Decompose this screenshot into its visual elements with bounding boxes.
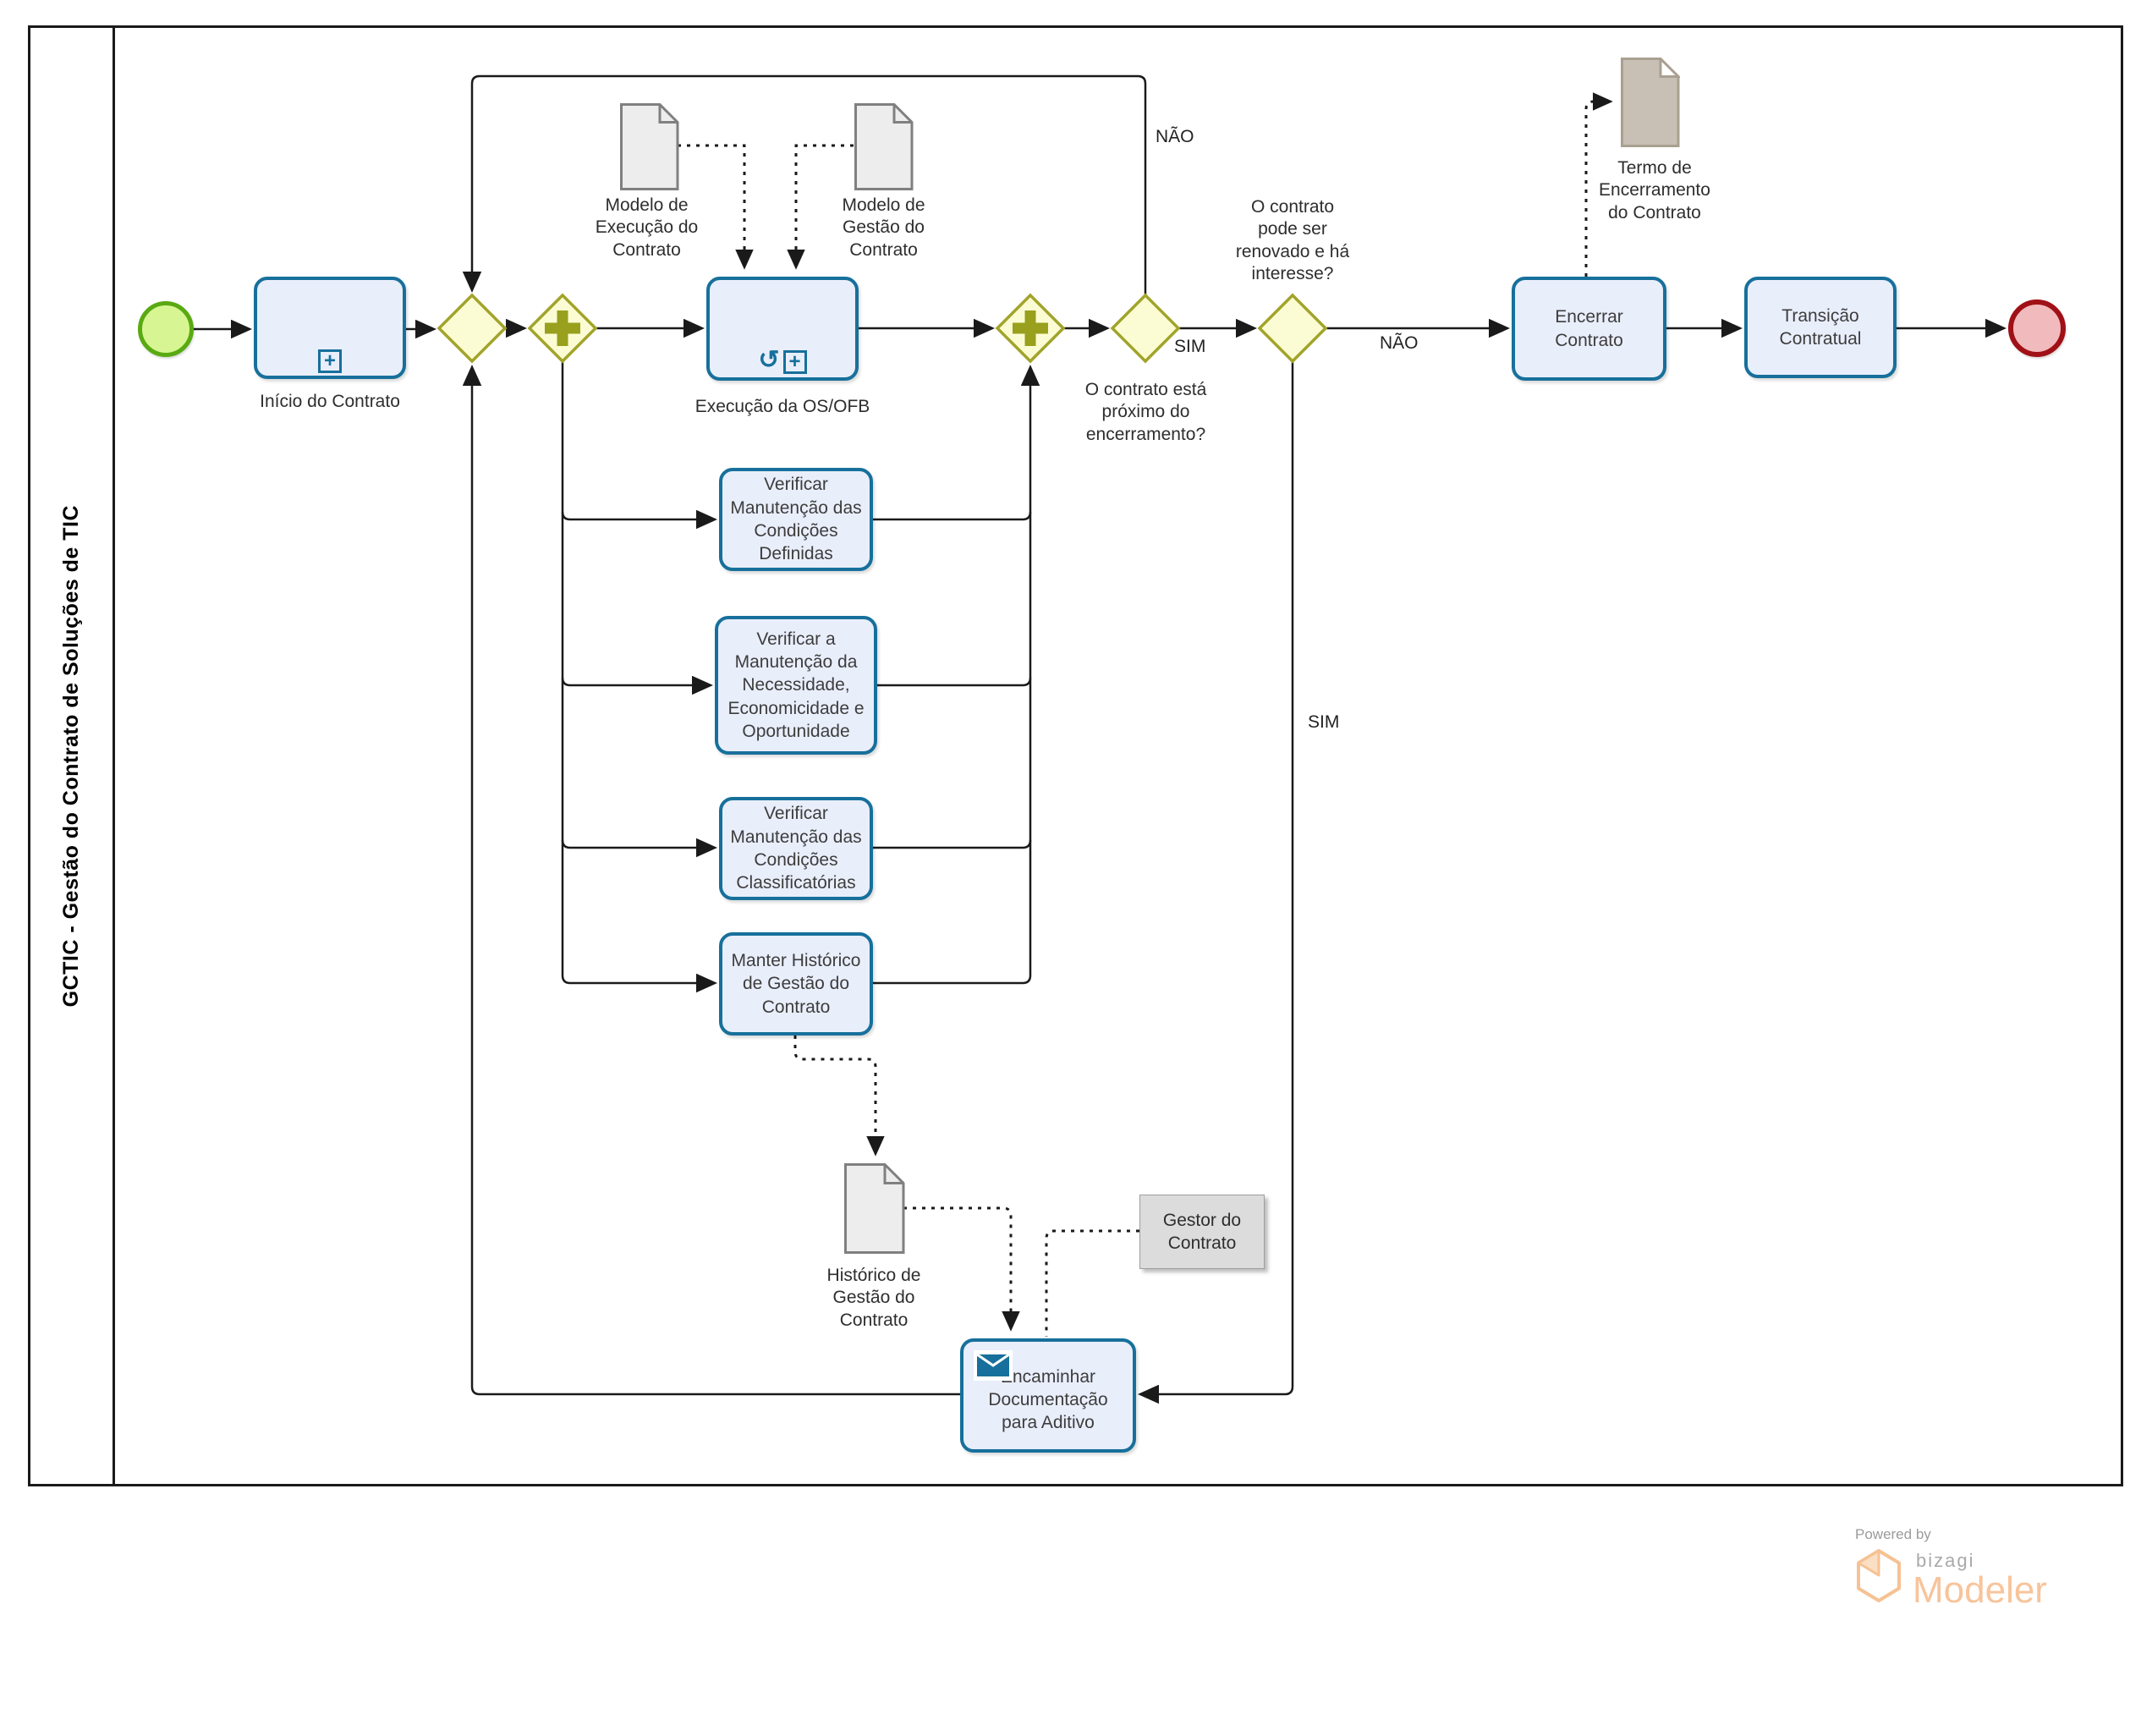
start-event — [138, 301, 194, 357]
subprocess-plus-icon: + — [782, 350, 807, 374]
flow-label-nao-loop: NÃO — [1156, 127, 1194, 146]
gateway-proximo-encerramento — [1107, 290, 1183, 366]
powered-by-text: Powered by — [1855, 1526, 1931, 1542]
modeler-product-text: Modeler — [1913, 1569, 2047, 1611]
lane-header: GCTIC - Gestão do Contrato de Soluções d… — [30, 28, 115, 1484]
task-inicio-label: Início do Contrato — [260, 392, 400, 411]
loop-marker-icon: ↺ — [758, 346, 780, 374]
task-manter-historico: Manter Histórico de Gestão do Contrato — [719, 932, 873, 1036]
flow-label-sim-renovado: SIM — [1308, 712, 1340, 732]
task-label: Verificar a Manutenção da Necessidade, E… — [727, 629, 865, 741]
task-execucao-os-ofb: ↺ + — [706, 277, 859, 381]
end-event — [2008, 299, 2066, 357]
bizagi-hexagon-icon — [1857, 1549, 1901, 1602]
gateway-parallel-join — [992, 290, 1068, 366]
send-message-icon — [974, 1350, 1013, 1381]
process-pool: GCTIC - Gestão do Contrato de Soluções d… — [28, 25, 2123, 1486]
task-encerrar-contrato: Encerrar Contrato — [1512, 277, 1666, 381]
document-termo-encerramento-label: Termo de Encerramento do Contrato — [1599, 158, 1710, 222]
subprocess-marker-row: + — [257, 349, 403, 373]
gateway-proximo-question: O contrato está próximo do encerramento? — [1084, 380, 1207, 444]
task-verificar-condicoes-definidas: Verificar Manutenção das Condições Defin… — [719, 468, 873, 571]
document-modelo-execucao-label: Modelo de Execução do Contrato — [595, 195, 699, 260]
gateway-renovado-interesse — [1254, 290, 1331, 366]
task-encaminhar-documentacao: Encaminhar Documentação para Aditivo — [960, 1338, 1136, 1453]
task-verificar-condicoes-classificatorias: Verificar Manutenção das Condições Class… — [719, 797, 873, 900]
bizagi-watermark: Powered by bizagi Modeler — [1855, 1526, 2047, 1609]
document-historico-icon — [844, 1163, 905, 1258]
task-execucao-label: Execução da OS/OFB — [694, 397, 870, 416]
task-label: Verificar Manutenção das Condições Defin… — [730, 475, 862, 564]
task-inicio-do-contrato: + — [254, 277, 406, 379]
task-label: Manter Histórico de Gestão do Contrato — [731, 951, 861, 1017]
flow-label-nao-renovado: NÃO — [1380, 333, 1419, 353]
document-modelo-execucao-icon — [620, 103, 679, 195]
document-termo-encerramento-icon — [1621, 55, 1682, 151]
gateway-renovado-question: O contrato pode ser renovado e há intere… — [1235, 197, 1350, 283]
document-modelo-gestao-icon — [854, 103, 914, 195]
document-historico-label: Histórico de Gestão do Contrato — [826, 1266, 921, 1330]
task-label: Verificar Manutenção das Condições Class… — [730, 804, 862, 893]
task-label: Transição Contratual — [1779, 305, 1862, 349]
task-transicao-contratual: Transição Contratual — [1744, 277, 1897, 378]
gateway-parallel-split — [524, 290, 601, 366]
flow-label-sim-proximo: SIM — [1174, 337, 1206, 356]
task-markers: ↺ + — [710, 346, 855, 375]
task-verificar-necessidade: Verificar a Manutenção da Necessidade, E… — [715, 616, 877, 755]
gestor-label: Gestor do Contrato — [1162, 1210, 1242, 1253]
gateway-merge-exclusive — [434, 290, 510, 366]
task-label: Encerrar Contrato — [1555, 307, 1623, 350]
document-modelo-gestao-label: Modelo de Gestão do Contrato — [842, 195, 925, 260]
task-label: Encaminhar Documentação para Aditivo — [988, 1366, 1108, 1433]
bizagi-brand-text: bizagi — [1916, 1550, 1975, 1571]
subprocess-plus-icon: + — [318, 349, 342, 373]
gestor-do-contrato-box: Gestor do Contrato — [1139, 1195, 1265, 1269]
